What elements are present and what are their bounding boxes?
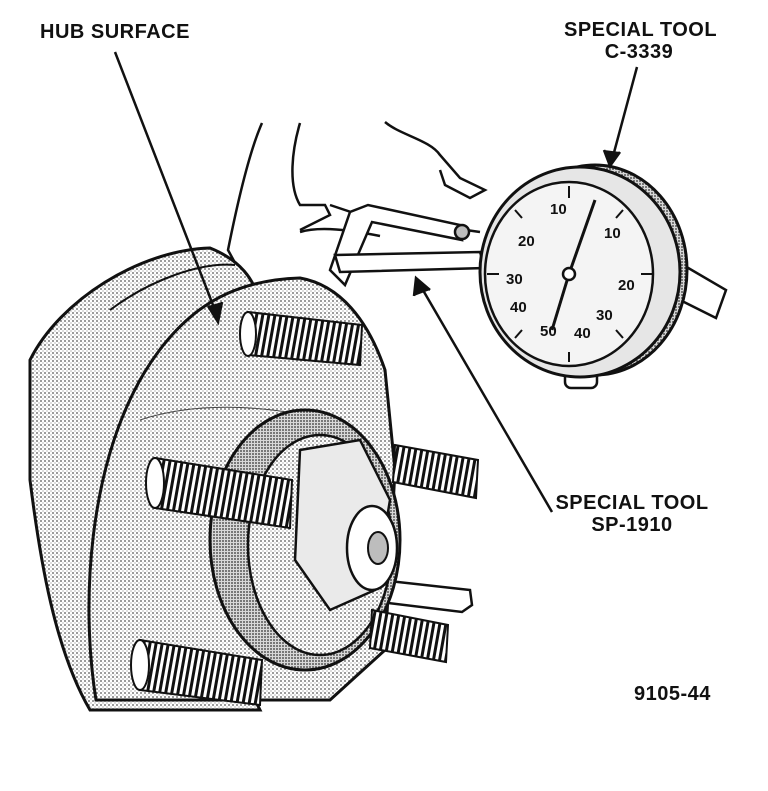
gauge-hub bbox=[561, 266, 577, 282]
leader-lines bbox=[113, 51, 639, 513]
label-special-tool-c-3339: SPECIAL TOOL C-3339 bbox=[564, 19, 718, 63]
scale-left-30: 30 bbox=[506, 271, 523, 288]
label-c-3339-line2: C-3339 bbox=[604, 41, 674, 63]
leader-sp-1910 bbox=[418, 284, 554, 513]
tool-sp-1910 bbox=[328, 203, 487, 288]
wheel-stud-upper bbox=[239, 310, 364, 367]
scale-right-10: 10 bbox=[604, 225, 621, 242]
scale-left-20: 20 bbox=[518, 233, 535, 250]
scale-right-40: 40 bbox=[574, 325, 591, 342]
scale-left-40: 40 bbox=[510, 299, 527, 316]
wheel-stud-right bbox=[391, 443, 480, 500]
arrow-c-3339 bbox=[602, 149, 622, 169]
label-sp-1910-line2: SP-1910 bbox=[591, 514, 673, 536]
arrow-sp-1910 bbox=[412, 275, 431, 297]
wheel-stud-lower-left bbox=[130, 638, 264, 707]
wheel-stud-left bbox=[145, 456, 294, 530]
gauge-needle-upper bbox=[567, 199, 597, 275]
wheel-stud-lower-right bbox=[368, 608, 450, 664]
leader-hub-surface bbox=[113, 51, 220, 319]
gauge-needle-lower bbox=[550, 273, 571, 331]
figure-number: 9105-44 bbox=[634, 683, 711, 705]
scale-right-30: 30 bbox=[596, 307, 613, 324]
arrow-hub-surface bbox=[206, 301, 224, 326]
scale-left-10: 10 bbox=[550, 201, 567, 218]
label-c-3339-line1: SPECIAL TOOL bbox=[564, 19, 718, 41]
label-sp-1910-line1: SPECIAL TOOL bbox=[555, 492, 709, 514]
label-hub-surface: HUB SURFACE bbox=[40, 21, 190, 43]
label-special-tool-sp-1910: SPECIAL TOOL SP-1910 bbox=[552, 492, 712, 536]
leader-c-3339 bbox=[610, 66, 639, 161]
scale-right-20: 20 bbox=[618, 277, 635, 294]
gauge-ticks bbox=[487, 186, 652, 362]
scale-left-50: 50 bbox=[540, 323, 557, 340]
dial-indicator-c-3339: 10 20 30 40 50 10 20 30 40 bbox=[478, 163, 728, 390]
